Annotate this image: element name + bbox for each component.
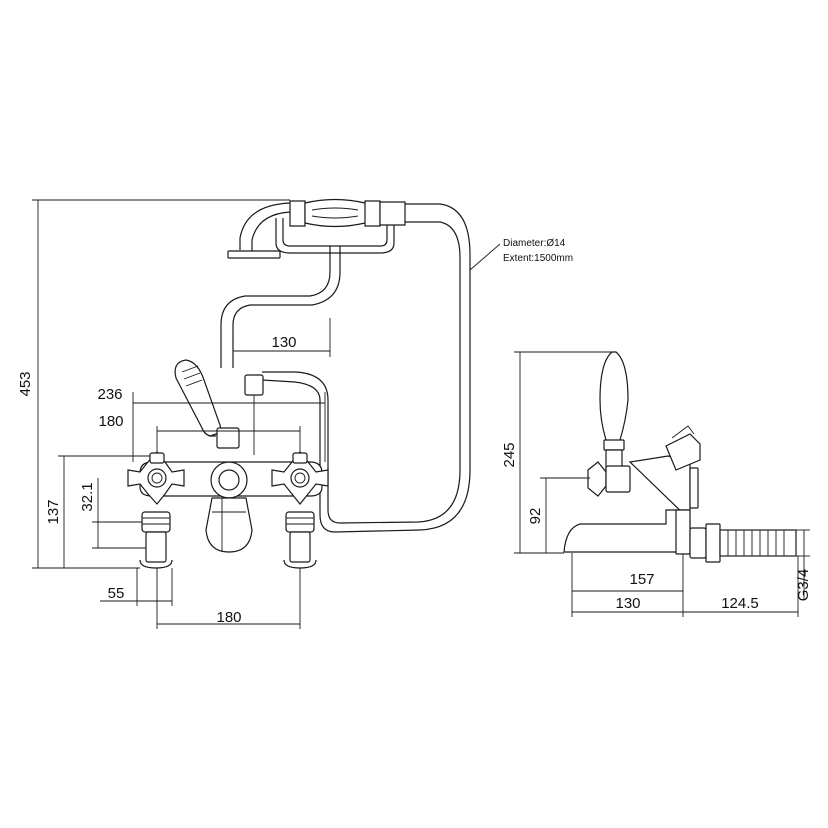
dim-overall-width: 236 [97, 386, 122, 403]
dim-thread-size: G3/4 [795, 569, 812, 602]
dim-height-137: 137 [45, 499, 62, 524]
hose-extent-note: Extent:1500mm [503, 253, 573, 264]
dim-side-length-157: 157 [629, 571, 654, 588]
shower-riser [220, 218, 395, 368]
dim-valve-centers-bottom: 180 [216, 609, 241, 626]
dim-spout-reach: 130 [271, 334, 296, 351]
hose-diameter-note: Diameter:Ø14 [503, 238, 566, 249]
front-dimensions [32, 199, 501, 629]
side-inlet-tail [689, 523, 797, 563]
side-lever [599, 351, 629, 471]
dim-side-length-130: 130 [615, 595, 640, 612]
right-valve-handle [271, 451, 329, 569]
hose-connector [244, 374, 264, 455]
left-valve-handle [127, 451, 185, 569]
dim-valve-centers-top: 180 [98, 413, 123, 430]
dim-side-height-245: 245 [501, 442, 518, 467]
dim-side-height-92: 92 [527, 508, 544, 525]
dim-overall-height: 453 [17, 371, 34, 396]
shower-handset [227, 198, 406, 259]
side-cross-handle [587, 461, 631, 497]
dim-leg-55: 55 [108, 585, 125, 602]
side-body [563, 425, 701, 555]
side-view: 245 92 157 130 124.5 G3/4 [501, 351, 812, 617]
diverter-lever [174, 359, 240, 449]
side-dimensions [514, 351, 810, 617]
front-view: 453 130 236 180 137 32.1 55 180 Diameter… [17, 198, 573, 629]
flexible-hose [261, 203, 471, 533]
dim-side-length-124: 124.5 [721, 595, 759, 612]
dim-height-32: 32.1 [79, 482, 96, 511]
